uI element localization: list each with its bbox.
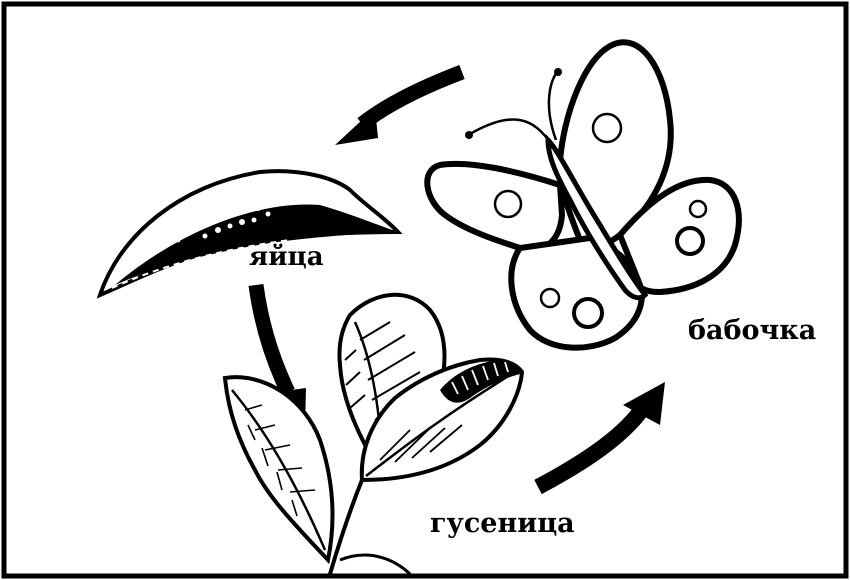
label-butterfly: бабочка (688, 317, 816, 344)
label-eggs: яйца (249, 244, 324, 270)
arrow-butterfly-to-eggs (335, 72, 462, 145)
arrow-caterpillar-to-butterfly (538, 382, 665, 487)
leaf-with-eggs-icon (100, 171, 398, 295)
label-caterpillar: гусеница (430, 510, 575, 537)
butterfly-icon (427, 42, 739, 347)
